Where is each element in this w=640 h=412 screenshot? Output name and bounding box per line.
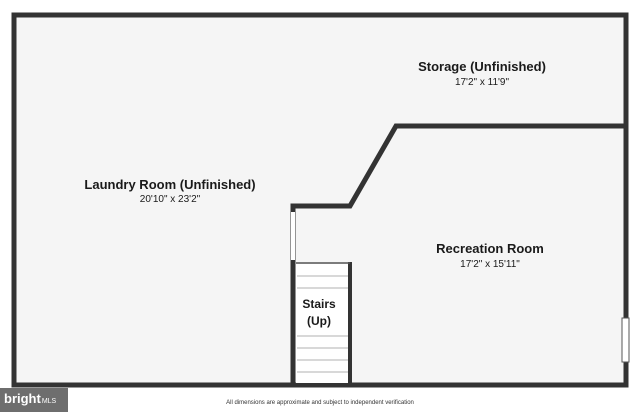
laundry-room-name: Laundry Room (Unfinished) xyxy=(84,177,255,192)
recreation-room-name: Recreation Room xyxy=(436,241,544,256)
storage-room-dims: 17'2" x 11'9" xyxy=(455,77,510,88)
storage-room-name: Storage (Unfinished) xyxy=(418,59,546,74)
interior-wall xyxy=(290,123,626,383)
bright-mls-logo: brightMLS xyxy=(0,388,68,412)
disclaimer-text: All dimensions are approximate and subje… xyxy=(226,400,414,406)
logo-sub-text: MLS xyxy=(41,398,57,405)
stairs-label: Stairs xyxy=(302,297,336,311)
stairs-treads xyxy=(297,275,348,373)
outer-wall xyxy=(11,12,629,388)
stairs-box xyxy=(296,264,350,383)
stairs-direction: (Up) xyxy=(307,314,331,328)
recreation-room-dims: 17'2" x 15'11" xyxy=(460,259,520,270)
window xyxy=(621,317,630,363)
laundry-room-dims: 20'10" x 23'2" xyxy=(140,194,201,205)
logo-main-text: bright xyxy=(4,391,41,406)
doorway-opening xyxy=(291,212,295,260)
